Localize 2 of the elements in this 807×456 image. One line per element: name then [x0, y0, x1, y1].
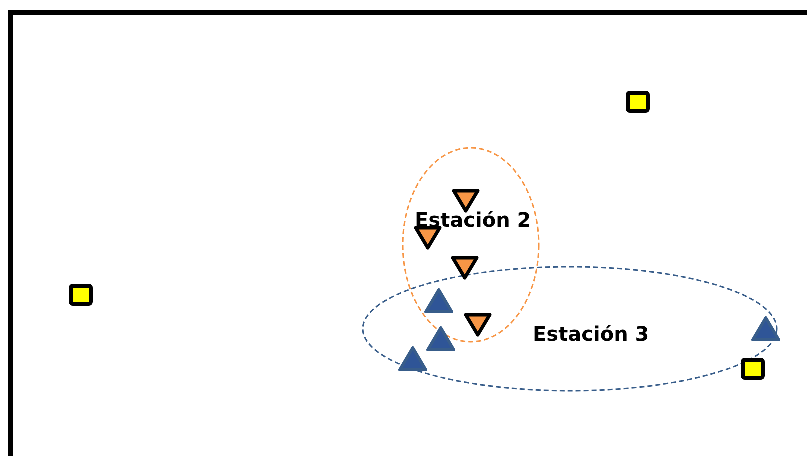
zone-label: Estación 2 — [415, 208, 532, 232]
zone-label: Estación 3 — [533, 322, 650, 346]
